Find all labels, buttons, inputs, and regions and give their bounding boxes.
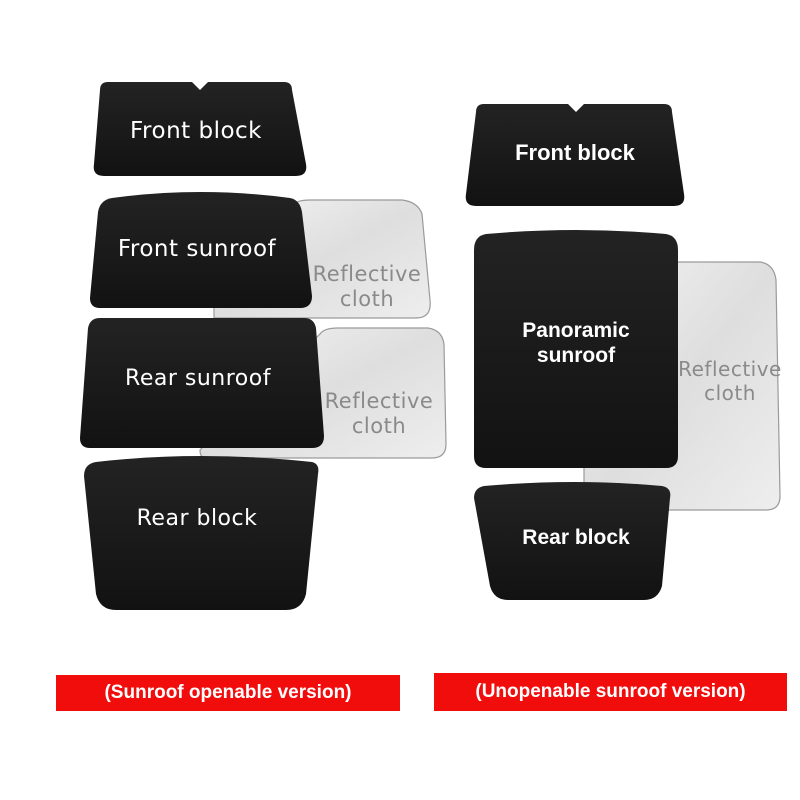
rear-block-label-right: Rear block [522, 526, 630, 549]
caption-openable-version: (Sunroof openable version) [56, 675, 400, 711]
reflective-cloth-right [583, 261, 781, 511]
front-block-shade-left [93, 82, 307, 176]
reflective-cloth-label-left-top: Reflective cloth [312, 262, 422, 311]
rear-block-shade-left [84, 456, 319, 610]
caption-unopenable-version: (Unopenable sunroof version) [434, 673, 787, 711]
reflective-cloth-label-left-bottom: Reflective cloth [324, 389, 434, 438]
front-block-label-right: Front block [515, 140, 635, 165]
rear-block-label-left: Rear block [136, 506, 258, 531]
front-block-label-left: Front block [129, 118, 262, 144]
rear-sunroof-label: Rear sunroof [125, 366, 271, 391]
panoramic-sunroof-shade-right [474, 230, 678, 468]
rear-block-shade-right [474, 482, 671, 600]
panoramic-sunroof-label: Panoramic sunroof [522, 319, 630, 367]
front-sunroof-shade-left [90, 192, 312, 308]
front-sunroof-label: Front sunroof [117, 236, 277, 262]
rear-sunroof-shade-left [80, 318, 324, 448]
front-block-shade-right [465, 104, 685, 206]
reflective-cloth-label-right: Reflective cloth [678, 357, 782, 405]
